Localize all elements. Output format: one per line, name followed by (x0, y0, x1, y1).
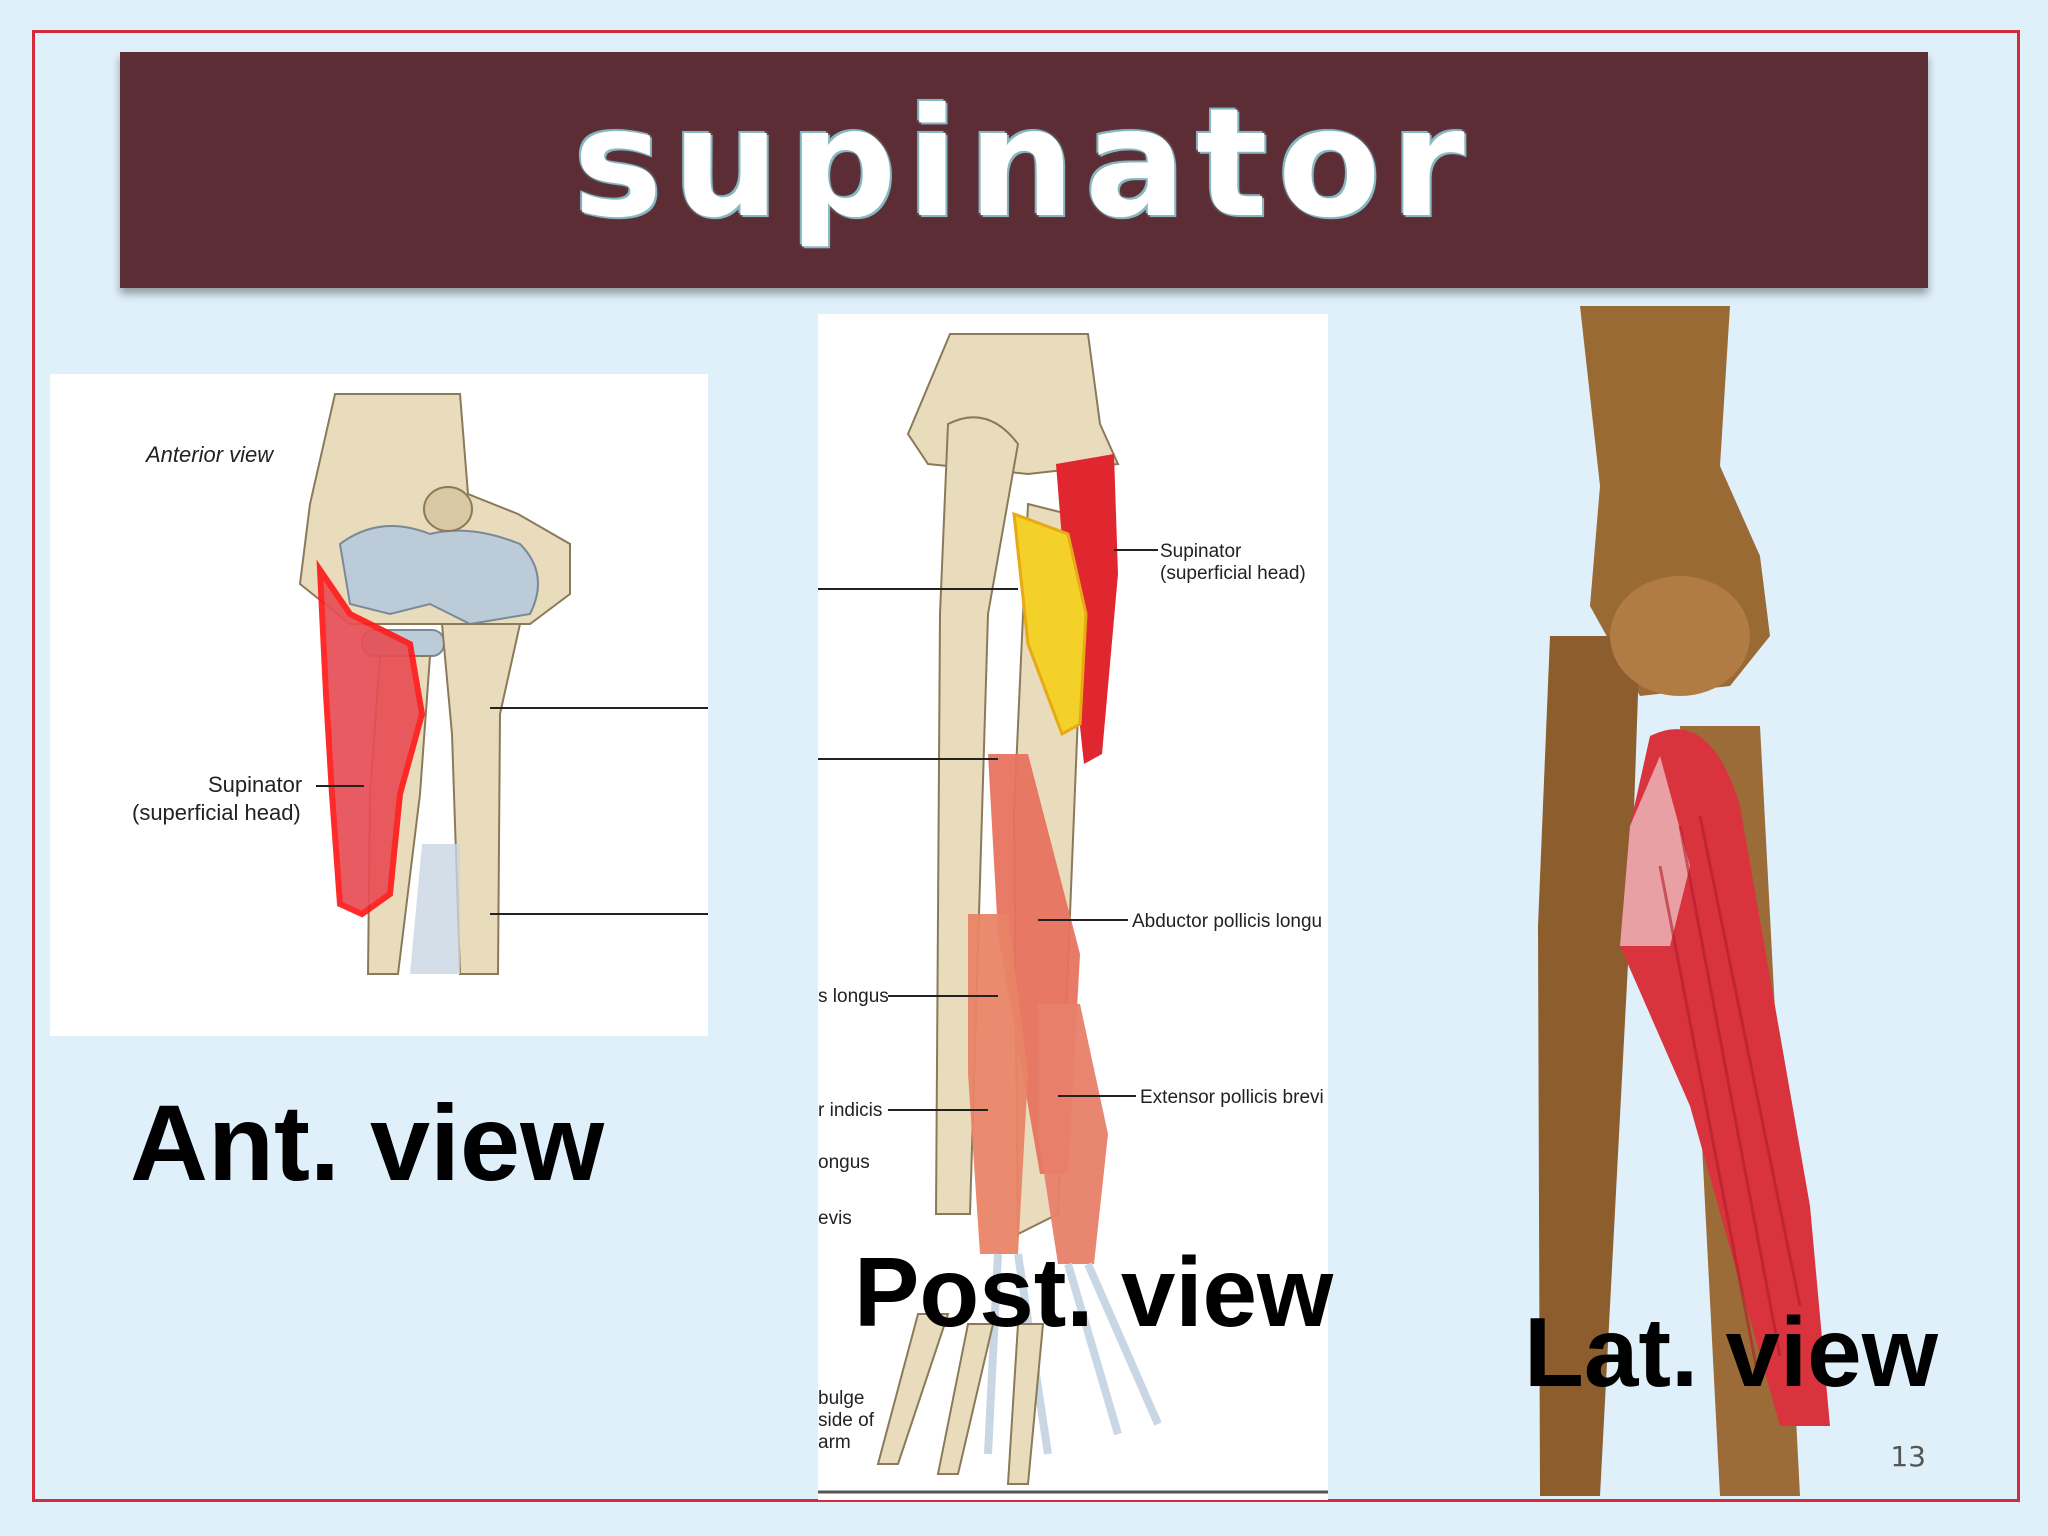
lateral-view-image (1530, 306, 1838, 1496)
anterior-view-caption: Ant. view (130, 1082, 605, 1203)
posterior-supinator-label: Supinator (1160, 541, 1242, 562)
posterior-bottom-label-2: side of (818, 1410, 875, 1431)
anterior-view-heading: Anterior view (144, 442, 275, 467)
title-banner: supinator (120, 52, 1928, 288)
posterior-view-image: Supinator (superficial head) Abductor po… (818, 314, 1328, 1500)
lateral-view-caption: Lat. view (1524, 1297, 1938, 1407)
posterior-left-label-2: r indicis (818, 1100, 882, 1121)
anterior-view-image: Anterior view Supinator (superficial hea… (50, 374, 708, 1036)
posterior-bottom-label-3: arm (818, 1432, 851, 1453)
posterior-left-label-3: ongus (818, 1152, 870, 1173)
slide-frame (32, 30, 2020, 1502)
anterior-supinator-sublabel: (superficial head) (132, 800, 301, 825)
posterior-view-caption: Post. view (854, 1237, 1334, 1347)
slide-number: 13 (1890, 1440, 1926, 1473)
posterior-supinator-sublabel: (superficial head) (1160, 563, 1306, 584)
abductor-pollicis-label: Abductor pollicis longu (1132, 911, 1322, 932)
extensor-pollicis-label: Extensor pollicis brevi (1140, 1087, 1324, 1108)
slide-title: supinator (573, 77, 1475, 251)
posterior-left-label-4: evis (818, 1208, 852, 1229)
posterior-left-label-1: s longus (818, 986, 889, 1007)
posterior-bottom-label-1: bulge (818, 1388, 865, 1409)
anterior-supinator-label: Supinator (208, 772, 302, 797)
